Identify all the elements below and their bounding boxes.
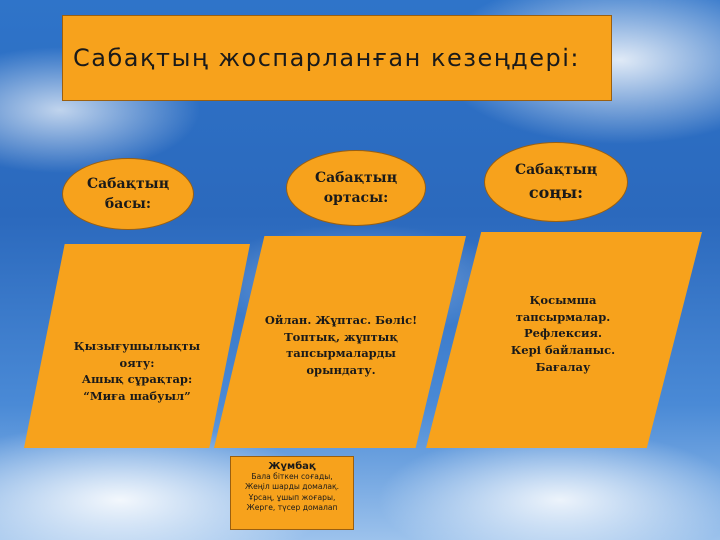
riddle-box: Жұмбақ Бала біткен соғады, Жеңіл шарды д…: [230, 456, 354, 530]
riddle-line: Жеңіл шарды домалақ.: [244, 482, 340, 492]
riddle-line: Жерге, түсер домалап: [246, 502, 338, 512]
stage-text-line: Қызығушылықты: [73, 339, 201, 353]
riddle-line: Бала біткен соғады,: [251, 472, 333, 481]
stage-text-line: Бағалау: [535, 359, 591, 374]
stage-text-line: Топтық, жұптық: [284, 329, 398, 344]
stage-heading-middle: Сабақтың ортасы:: [286, 150, 426, 226]
stage-text-line: Ойлан. Жұптас. Бөліс!: [264, 313, 418, 327]
stage-text-line: тапсырмаларды: [286, 346, 396, 361]
riddle-line: Ұрсаң, ұшып жоғары,: [248, 492, 336, 502]
stage-text-line: Ашық сұрақтар:: [81, 372, 193, 387]
stage-text-start: Қызығушылықты ояту: Ашық сұрақтар: “Миға…: [62, 338, 212, 405]
stage-text-line: ояту:: [119, 355, 155, 370]
stage-heading-line: ортасы:: [323, 190, 389, 206]
stage-text-line: Қосымша: [529, 293, 597, 307]
stage-heading-end: Сабақтың соңы:: [484, 142, 628, 222]
stage-box-middle: [214, 236, 466, 448]
stage-heading-line: соңы:: [528, 182, 584, 202]
stage-text-line: Рефлексия.: [523, 326, 603, 341]
stage-text-end: Қосымша тапсырмалар. Рефлексия. Кері бай…: [484, 292, 642, 375]
stage-heading-line: басы:: [104, 196, 152, 212]
stage-heading-line: Сабақтың: [86, 175, 170, 192]
stage-heading-start: Сабақтың басы:: [62, 158, 194, 230]
stage-text-line: Кері байланыс.: [510, 343, 616, 358]
stage-box-end: [426, 232, 702, 448]
riddle-title: Жұмбақ: [268, 461, 316, 472]
stage-text-line: “Миға шабуыл”: [83, 389, 191, 404]
stage-box-start: [24, 244, 250, 448]
stage-heading-line: Сабақтың: [314, 169, 398, 186]
stage-text-line: орындату.: [306, 363, 376, 378]
stage-text-middle: Ойлан. Жұптас. Бөліс! Топтық, жұптық тап…: [262, 312, 420, 379]
page-title: Сабақтың жоспарланған кезеңдері:: [73, 44, 580, 72]
title-box: Сабақтың жоспарланған кезеңдері:: [62, 15, 612, 101]
stage-text-line: тапсырмалар.: [515, 309, 611, 324]
stage-heading-line: Сабақтың: [514, 162, 598, 179]
